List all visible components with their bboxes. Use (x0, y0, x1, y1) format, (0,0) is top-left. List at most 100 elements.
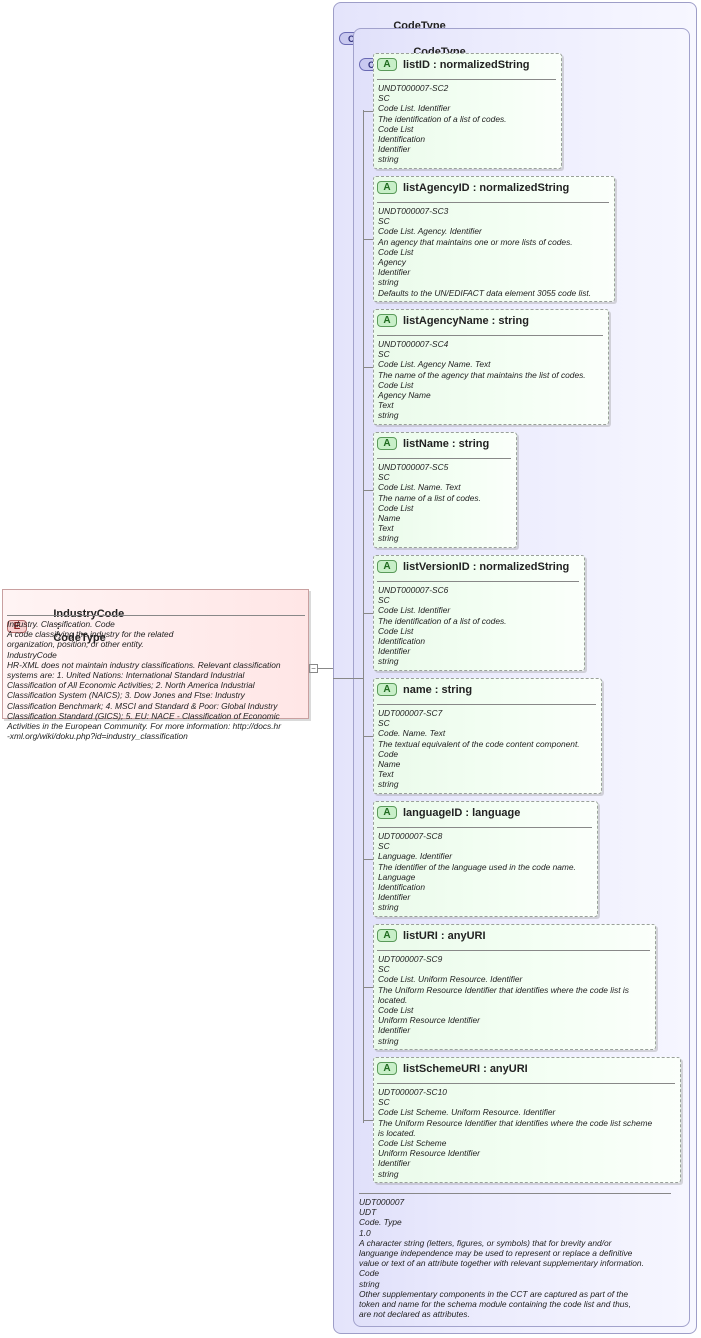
doc-line: Code List Scheme (378, 1137, 447, 1148)
doc-line: are not declared as attributes. (359, 1309, 470, 1320)
doc-line: Identifier (378, 892, 411, 903)
doc-line: UDT000007 (359, 1197, 405, 1207)
attribute-icon: A (377, 58, 397, 71)
element-box: E IndustryCode : CodeType Industry. Clas… (2, 589, 309, 741)
doc-line: located. (378, 994, 408, 1005)
doc-line: Identifier (378, 1025, 411, 1036)
doc-line: Code List (378, 379, 414, 390)
attribute-type: normalizedString (479, 560, 570, 573)
doc-line: Language (378, 871, 416, 882)
attribute-name: listName (403, 437, 449, 450)
doc-line: string (378, 154, 399, 165)
doc-line: The name of a list of codes. (378, 492, 481, 503)
attribute-divider (377, 335, 603, 336)
connector-line (318, 668, 333, 669)
attribute-name: name (403, 683, 432, 696)
attribute-divider (377, 581, 579, 582)
doc-line: Language. Identifier (378, 851, 453, 862)
doc-line: string (378, 779, 399, 790)
element-icon: E (7, 619, 27, 633)
doc-line: value or text of an attribute together w… (359, 1258, 644, 1269)
doc-line: Code List (378, 625, 414, 636)
doc-line: Name (378, 758, 401, 769)
doc-line: Identification (378, 133, 426, 144)
doc-line: SC (378, 841, 390, 852)
doc-line: string (378, 410, 399, 421)
doc-line: string (359, 1278, 380, 1289)
doc-line: 1.0 (359, 1227, 371, 1238)
doc-line: is located. (378, 1127, 416, 1138)
doc-line: SC (378, 1097, 390, 1108)
doc-line: UDT000007-SC7 (378, 708, 443, 718)
doc-line: Identification (378, 881, 426, 892)
attribute-type: anyURI (489, 1062, 528, 1075)
doc-line: A code classifying the industry for the … (7, 629, 174, 640)
doc-line: Code List Scheme. Uniform Resource. Iden… (378, 1107, 556, 1118)
attribute-icon: A (377, 929, 397, 942)
doc-line: -xml.org/wiki/doku.php?id=industry_class… (7, 731, 188, 742)
doc-line: The identifier of the language used in t… (378, 861, 576, 872)
attribute-type: normalizedString (439, 58, 530, 71)
doc-line: string (378, 277, 399, 288)
attribute-icon: A (377, 1062, 397, 1075)
doc-line: Code List. Name. Text (378, 482, 461, 493)
doc-line: Code List. Uniform Resource. Identifier (378, 974, 523, 985)
doc-line: string (378, 656, 399, 667)
doc-line: Identifier (378, 1158, 411, 1169)
attribute-divider (377, 202, 609, 203)
attribute-icon: A (377, 314, 397, 327)
doc-line: Code (359, 1268, 380, 1279)
attribute-divider (377, 950, 650, 951)
doc-line: The identification of a list of codes. (378, 615, 507, 626)
doc-line: Identifier (378, 646, 411, 657)
doc-line: systems are: 1. United Nations: Internat… (7, 669, 245, 680)
doc-line: Code List (378, 1004, 414, 1015)
doc-line: Identifier (378, 267, 411, 278)
element-name: IndustryCode (53, 608, 125, 620)
doc-line: Code List. Agency Name. Text (378, 359, 491, 370)
doc-line: Industry. Classification. Code (7, 619, 115, 629)
attribute-type: string (441, 683, 473, 696)
attribute-spine (363, 110, 364, 1123)
collapse-toggle[interactable]: − (309, 664, 318, 673)
attribute-connector (363, 111, 373, 112)
doc-line: string (378, 1035, 399, 1046)
attribute-connector (363, 367, 373, 368)
doc-line: organization, position, or other entity. (7, 639, 144, 650)
doc-line: SC (378, 349, 390, 360)
doc-line: The name of the agency that maintains th… (378, 369, 586, 380)
doc-line: Code List. Agency. Identifier (378, 226, 482, 237)
doc-line: Text (378, 769, 394, 780)
doc-line: Classification System (NAICS); 3. Dow Jo… (7, 690, 245, 701)
attribute-connector (363, 1120, 373, 1121)
doc-line: The textual equivalent of the code conte… (378, 738, 580, 749)
doc-line: SC (378, 595, 390, 606)
doc-line: string (378, 902, 399, 913)
doc-line: token and name for the schema module con… (359, 1298, 631, 1309)
attribute-divider (377, 458, 511, 459)
doc-line: Code List. Identifier (378, 103, 451, 114)
doc-line: Code List (378, 502, 414, 513)
attribute-name: listID (403, 58, 430, 71)
attribute-connector (363, 490, 373, 491)
attribute-name: listAgencyName (403, 314, 489, 327)
attribute-name: listSchemeURI (403, 1062, 481, 1075)
attribute-divider (377, 704, 596, 705)
doc-line: A character string (letters, figures, or… (359, 1237, 612, 1248)
